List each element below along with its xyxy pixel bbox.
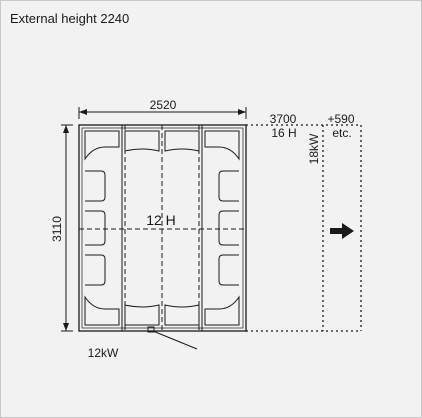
- main-module-outline: [78, 124, 247, 332]
- extension-extra-label: +590: [327, 112, 354, 126]
- extension-note-label: etc.: [332, 126, 351, 140]
- module-dividers: [79, 125, 246, 331]
- power-connector: [147, 326, 198, 350]
- panel-title: External height 2240: [10, 11, 130, 26]
- width-label: 2520: [150, 98, 177, 112]
- extension-module-label: 16 H: [271, 126, 296, 140]
- depth-label: 3110: [50, 216, 64, 242]
- bottom-seats: [84, 295, 240, 326]
- arrow-right-icon: [330, 223, 354, 239]
- main-power-label: 12kW: [88, 346, 119, 360]
- main-module-label: 12 H: [146, 212, 176, 228]
- depth-dimension: 3110: [50, 124, 73, 332]
- extension-module-outline: [246, 124, 362, 332]
- right-side-seats: [218, 170, 239, 286]
- extension-power-label: 18kW: [307, 133, 321, 164]
- width-dimension: 2520: [78, 98, 247, 119]
- extension-length-label: 3700: [270, 112, 297, 126]
- left-side-seats: [85, 170, 106, 286]
